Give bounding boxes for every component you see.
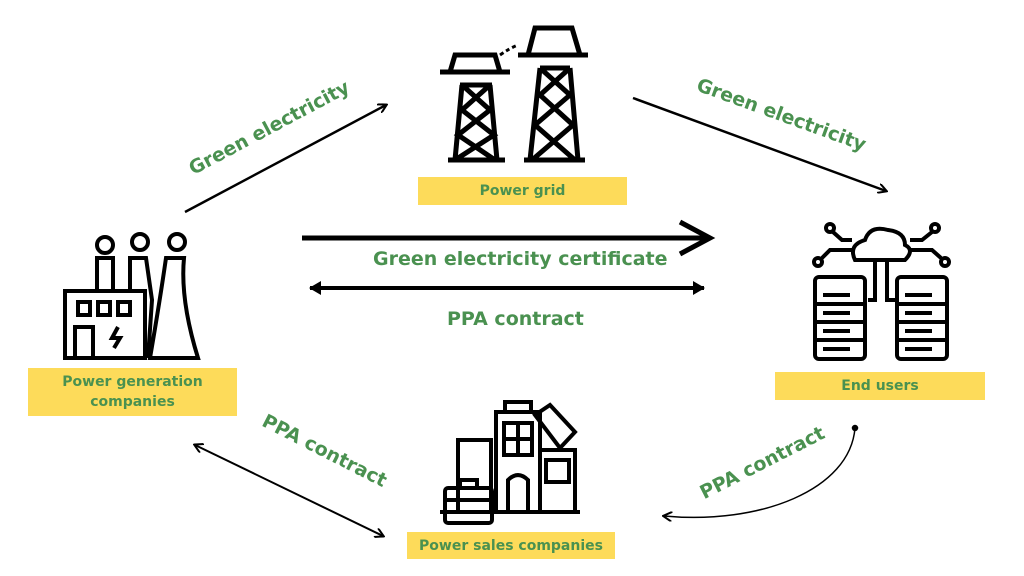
- flow-label-certificate: Green electricity certificate: [373, 248, 668, 270]
- node-label: End users: [841, 378, 919, 394]
- server-cloud-icon: [812, 222, 951, 361]
- node-power-generation: Power generation companies: [28, 368, 237, 416]
- node-label: Power generation companies: [62, 374, 203, 410]
- power-tower-icon: [440, 25, 588, 163]
- building-shop-icon: [440, 400, 580, 525]
- node-power-sales: Power sales companies: [407, 532, 615, 559]
- node-end-users: End users: [775, 372, 985, 400]
- flow-label-ppa-center: PPA contract: [447, 308, 584, 330]
- node-label: Power sales companies: [419, 537, 603, 554]
- arrow-ppa-users-sales: [664, 427, 856, 517]
- node-power-grid: Power grid: [418, 177, 627, 205]
- arrow-ppa-gen-sales: [195, 445, 383, 536]
- arrow-gen-to-grid: [184, 105, 386, 214]
- node-label: Power grid: [479, 183, 566, 199]
- arrow-grid-to-users: [632, 96, 886, 191]
- factory-icon: [63, 232, 201, 360]
